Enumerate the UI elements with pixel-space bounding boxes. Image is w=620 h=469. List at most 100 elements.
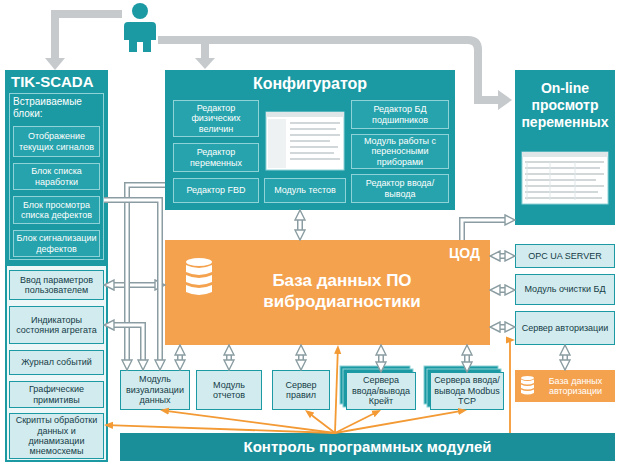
arrow-line: [335, 412, 377, 433]
screen-frame: [522, 152, 608, 204]
data-flow-arrow: [104, 200, 160, 370]
arrow-outline: [497, 253, 508, 259]
user-arrow: [201, 40, 209, 60]
module-box: Ввод параметров пользователем: [9, 270, 104, 300]
panel-title: Встраиваемые блоки:: [13, 96, 100, 120]
app-panel: TIK-SCADAВстраиваемые блоки:Отображение …: [5, 70, 108, 462]
module-box: Редактор переменных: [173, 143, 259, 172]
service-box: Модуль отчетов: [196, 370, 262, 410]
database-disk: [521, 376, 534, 380]
screen-rows: [290, 123, 340, 159]
arrow-outline: [497, 324, 508, 330]
data-flow-arrow: [229, 345, 230, 370]
arrow-heads: [381, 345, 382, 372]
box-label: Редактор ввода/вывода: [354, 178, 446, 199]
app-panel: КонфигураторРедактор физических величинР…: [165, 70, 455, 210]
screen-toolbar: [522, 152, 608, 157]
arrow-line: [228, 352, 231, 363]
app-panel: On-line просмотр переменных: [515, 70, 615, 225]
module-box: Редактор физических величин: [173, 100, 259, 137]
box-label: Редактор FBD: [186, 185, 245, 195]
box-label: Контроль программных модулей: [244, 438, 492, 455]
user-icon: [124, 3, 156, 52]
arrow-heads: [335, 345, 338, 433]
arrow-line: [300, 352, 303, 363]
module-box: Блок списка наработки: [13, 163, 100, 190]
database-disk: [186, 285, 212, 295]
stack-layer: [340, 366, 410, 404]
panel-title: On-line просмотр переменных: [517, 80, 613, 130]
module-box: Редактор ввода/вывода: [351, 174, 449, 203]
box-label: Журнал событий: [21, 357, 92, 367]
box-label: Сервера ввода/вывода Крейт: [349, 375, 413, 406]
arrow-outline: [462, 220, 508, 240]
box-label: Блок списка наработки: [16, 166, 97, 187]
database-icon: [186, 258, 212, 295]
box-label: Графические примитивы: [12, 384, 101, 405]
service-box: Модуль очистки БД: [515, 274, 615, 305]
arrow-head: [498, 90, 512, 110]
data-flow-arrow: [490, 327, 515, 328]
arrow-line: [380, 352, 383, 365]
box-label: Отображение текущих сигналов: [16, 131, 97, 152]
box-label: Скрипты обработки данных и динамизации м…: [12, 415, 101, 456]
control-arrow: [510, 340, 515, 433]
arrow-outline: [378, 352, 384, 365]
arrow-head: [45, 58, 65, 70]
arrow-line: [497, 289, 508, 292]
arrow-outline: [226, 352, 232, 363]
box-label: Редактор физических величин: [176, 103, 256, 134]
database-disk: [186, 265, 212, 275]
arrow-line: [462, 220, 508, 240]
service-box: Модуль визуализации данных: [120, 370, 190, 410]
arrow-line: [164, 411, 335, 433]
module-box: Отображение текущих сигналов: [13, 126, 100, 157]
stack-layer: [424, 366, 498, 404]
screen-tree: [268, 119, 286, 168]
arrow-heads: [490, 327, 515, 328]
arrow-heads: [335, 410, 467, 433]
arrow-heads: [462, 220, 515, 240]
data-flow-arrow: [462, 220, 515, 240]
arrow-heads: [104, 285, 165, 286]
control-arrow: [305, 410, 335, 433]
server-box: Сервера ввода/вывода Modbus TCP: [430, 372, 504, 410]
arrow-line: [335, 411, 463, 433]
arrow-outline: [297, 217, 303, 233]
arrow-line: [308, 412, 335, 433]
box-label: Модуль визуализации данных: [123, 374, 187, 405]
service-box: Сервер авторизации: [515, 311, 615, 345]
control-band: Контроль программных модулей: [120, 433, 615, 461]
data-flow-arrow: [104, 325, 143, 370]
arrow-head: [195, 58, 215, 69]
arrow-line: [335, 349, 338, 433]
control-arrow: [335, 410, 467, 433]
module-box: Журнал событий: [9, 350, 104, 375]
module-box: Модуль тестов: [264, 178, 346, 203]
database-box: ЦОДБаза данных ПО вибродиагностики: [165, 240, 490, 345]
module-box: Скрипты обработки данных и динамизации м…: [9, 413, 104, 459]
arrow-heads: [467, 345, 468, 372]
database-disk: [521, 390, 534, 395]
arrow-heads: [104, 325, 143, 370]
screenshot-thumbnail: [522, 152, 608, 204]
arrow-line: [179, 352, 182, 363]
arrow-heads: [335, 410, 381, 433]
box-label: Модуль работы с переносными приборами: [354, 136, 446, 167]
database-disk: [521, 380, 534, 385]
user-head: [132, 3, 148, 19]
arrow-heads: [104, 200, 160, 370]
control-arrow: [335, 410, 381, 433]
box-label: Сервера ввода/вывода Modbus TCP: [433, 375, 501, 406]
data-flow-arrow: [565, 345, 566, 370]
arrow-heads: [127, 185, 165, 370]
arrow-heads: [229, 345, 230, 370]
screen-frame: [266, 112, 344, 170]
module-box: Редактор FBD: [173, 178, 259, 203]
arrow-outline: [127, 185, 165, 363]
arrow-line: [111, 284, 158, 287]
database-disk: [186, 258, 212, 266]
box-label: Блок сигнализации дефектов: [16, 233, 97, 254]
